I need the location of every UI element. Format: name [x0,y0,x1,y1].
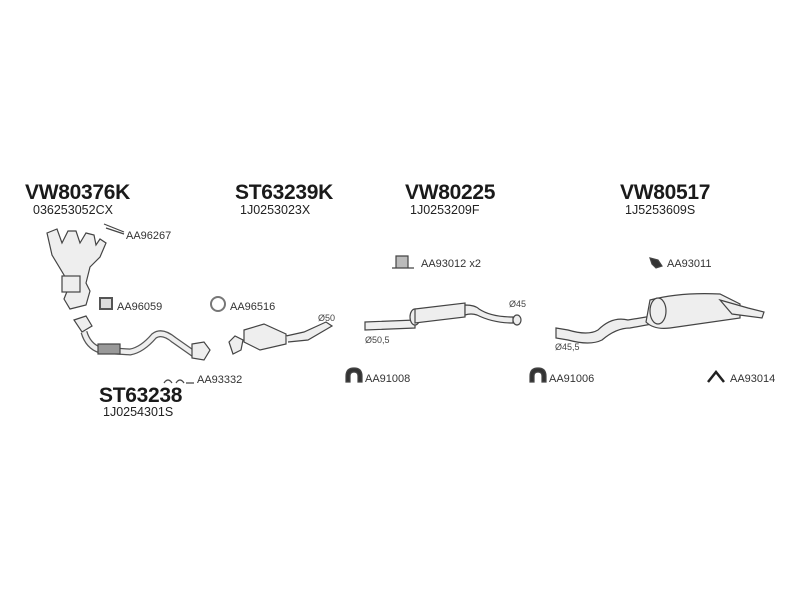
bolt-kit-drawing [163,379,194,384]
clamp-rear-drawing [529,367,547,383]
accessory-label: AA93332 [197,374,243,386]
clamp-middle-drawing [345,367,363,383]
accessory-label: AA96059 [117,301,163,313]
oem-number: 036253052CX [33,203,113,217]
catalytic-converter-drawing [228,321,334,355]
part-code: ST63238 [99,384,183,407]
oem-number: 1J0253209F [410,203,480,217]
square-gasket-drawing [99,297,113,310]
accessory-label: AA93011 [667,258,712,270]
diameter-label: Ø50 [318,313,336,323]
exhaust-manifold-drawing [46,228,107,310]
ring-gasket-drawing [210,296,226,312]
part-code: VW80376K [25,181,130,204]
accessory-label: AA91008 [365,373,411,385]
part-code: VW80517 [620,181,711,204]
hanger-rear-drawing [707,369,725,383]
front-pipe-drawing [73,315,211,361]
rear-muffler-drawing [555,293,765,344]
accessory-label: AA96267 [126,230,172,242]
accessory-label: AA91006 [549,373,595,385]
part-code: VW80225 [405,181,496,204]
oem-number: 1J0254301S [103,405,174,419]
accessory-label: AA93014 [730,373,776,385]
diameter-label: Ø50,5 [365,335,390,345]
oem-number: 1J5253609S [625,203,696,217]
rear-mount-drawing [649,257,663,269]
part-code: ST63239K [235,181,333,204]
middle-muffler-drawing [364,302,522,331]
manifold-gasket-drawing [103,223,125,235]
accessory-label: AA93012 x2 [421,258,481,270]
accessory-label: AA96516 [230,301,276,313]
diameter-label: Ø45 [509,299,527,309]
oem-number: 1J0253023X [240,203,311,217]
diameter-label: Ø45,5 [555,342,580,352]
middle-mount-drawing [392,255,414,269]
